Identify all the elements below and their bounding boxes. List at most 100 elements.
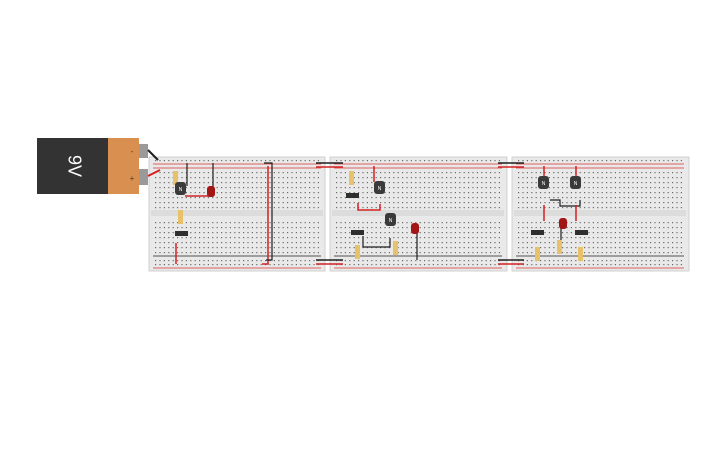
- breadboard-hole[interactable]: [557, 264, 559, 266]
- breadboard-hole[interactable]: [632, 192, 634, 194]
- breadboard-hole[interactable]: [628, 237, 630, 239]
- breadboard-hole[interactable]: [526, 160, 528, 162]
- breadboard-hole[interactable]: [476, 207, 478, 209]
- breadboard-hole[interactable]: [344, 187, 346, 189]
- resistor[interactable]: [535, 247, 540, 261]
- breadboard-hole[interactable]: [203, 227, 205, 229]
- breadboard-hole[interactable]: [410, 192, 412, 194]
- breadboard-hole[interactable]: [667, 252, 669, 254]
- breadboard-hole[interactable]: [553, 237, 555, 239]
- breadboard-hole[interactable]: [295, 247, 297, 249]
- breadboard-hole[interactable]: [278, 160, 280, 162]
- breadboard-hole[interactable]: [216, 227, 218, 229]
- breadboard-hole[interactable]: [472, 192, 474, 194]
- breadboard-hole[interactable]: [265, 247, 267, 249]
- breadboard-hole[interactable]: [645, 242, 647, 244]
- breadboard-hole[interactable]: [168, 207, 170, 209]
- breadboard-hole[interactable]: [641, 207, 643, 209]
- breadboard-hole[interactable]: [172, 227, 174, 229]
- breadboard-hole[interactable]: [579, 242, 581, 244]
- breadboard-hole[interactable]: [437, 264, 439, 266]
- breadboard-hole[interactable]: [344, 227, 346, 229]
- breadboard-hole[interactable]: [481, 252, 483, 254]
- breadboard-hole[interactable]: [371, 264, 373, 266]
- breadboard-hole[interactable]: [362, 260, 364, 262]
- breadboard-hole[interactable]: [336, 252, 338, 254]
- breadboard-hole[interactable]: [650, 192, 652, 194]
- breadboard-hole[interactable]: [349, 260, 351, 262]
- breadboard-hole[interactable]: [658, 222, 660, 224]
- breadboard-hole[interactable]: [212, 227, 214, 229]
- breadboard-hole[interactable]: [437, 207, 439, 209]
- breadboard-hole[interactable]: [553, 160, 555, 162]
- breadboard-hole[interactable]: [485, 192, 487, 194]
- breadboard-hole[interactable]: [344, 222, 346, 224]
- breadboard-hole[interactable]: [269, 242, 271, 244]
- breadboard-hole[interactable]: [384, 172, 386, 174]
- breadboard-hole[interactable]: [614, 222, 616, 224]
- breadboard-hole[interactable]: [194, 242, 196, 244]
- breadboard-hole[interactable]: [181, 202, 183, 204]
- breadboard-hole[interactable]: [159, 182, 161, 184]
- breadboard-hole[interactable]: [397, 264, 399, 266]
- breadboard-hole[interactable]: [177, 160, 179, 162]
- breadboard-hole[interactable]: [540, 207, 542, 209]
- breadboard-hole[interactable]: [313, 242, 315, 244]
- breadboard-hole[interactable]: [667, 232, 669, 234]
- breadboard-hole[interactable]: [291, 264, 293, 266]
- breadboard-hole[interactable]: [336, 197, 338, 199]
- breadboard-hole[interactable]: [203, 172, 205, 174]
- breadboard-hole[interactable]: [344, 237, 346, 239]
- breadboard-hole[interactable]: [212, 247, 214, 249]
- breadboard-hole[interactable]: [667, 222, 669, 224]
- breadboard-hole[interactable]: [300, 172, 302, 174]
- npn-transistor[interactable]: [374, 181, 385, 194]
- breadboard-hole[interactable]: [667, 247, 669, 249]
- breadboard-hole[interactable]: [309, 222, 311, 224]
- breadboard-hole[interactable]: [273, 177, 275, 179]
- breadboard-hole[interactable]: [490, 247, 492, 249]
- breadboard-hole[interactable]: [494, 247, 496, 249]
- breadboard-hole[interactable]: [614, 197, 616, 199]
- wire-black[interactable]: [362, 236, 391, 248]
- breadboard-hole[interactable]: [606, 160, 608, 162]
- breadboard-hole[interactable]: [340, 192, 342, 194]
- breadboard-hole[interactable]: [362, 172, 364, 174]
- breadboard-hole[interactable]: [155, 252, 157, 254]
- breadboard-hole[interactable]: [336, 207, 338, 209]
- breadboard-hole[interactable]: [650, 222, 652, 224]
- breadboard-hole[interactable]: [424, 197, 426, 199]
- tactile-button[interactable]: [575, 230, 588, 235]
- breadboard-hole[interactable]: [410, 202, 412, 204]
- breadboard-hole[interactable]: [498, 187, 500, 189]
- breadboard-hole[interactable]: [185, 187, 187, 189]
- breadboard-hole[interactable]: [468, 207, 470, 209]
- breadboard-hole[interactable]: [619, 177, 621, 179]
- breadboard-hole[interactable]: [468, 202, 470, 204]
- breadboard-hole[interactable]: [437, 222, 439, 224]
- breadboard-hole[interactable]: [265, 237, 267, 239]
- breadboard-hole[interactable]: [490, 187, 492, 189]
- breadboard-hole[interactable]: [317, 222, 319, 224]
- breadboard-hole[interactable]: [672, 160, 674, 162]
- battery-terminal-minus[interactable]: [139, 144, 148, 158]
- breadboard-hole[interactable]: [287, 222, 289, 224]
- breadboard-hole[interactable]: [402, 264, 404, 266]
- breadboard-hole[interactable]: [428, 232, 430, 234]
- breadboard-hole[interactable]: [575, 247, 577, 249]
- breadboard-hole[interactable]: [295, 237, 297, 239]
- breadboard-hole[interactable]: [168, 202, 170, 204]
- breadboard-hole[interactable]: [212, 242, 214, 244]
- breadboard-hole[interactable]: [623, 222, 625, 224]
- breadboard-hole[interactable]: [437, 252, 439, 254]
- breadboard-hole[interactable]: [155, 207, 157, 209]
- breadboard-hole[interactable]: [194, 232, 196, 234]
- breadboard-hole[interactable]: [225, 222, 227, 224]
- breadboard-hole[interactable]: [238, 197, 240, 199]
- breadboard-hole[interactable]: [650, 187, 652, 189]
- breadboard-hole[interactable]: [291, 177, 293, 179]
- breadboard-hole[interactable]: [531, 237, 533, 239]
- breadboard-hole[interactable]: [424, 177, 426, 179]
- breadboard-hole[interactable]: [548, 187, 550, 189]
- breadboard-hole[interactable]: [371, 192, 373, 194]
